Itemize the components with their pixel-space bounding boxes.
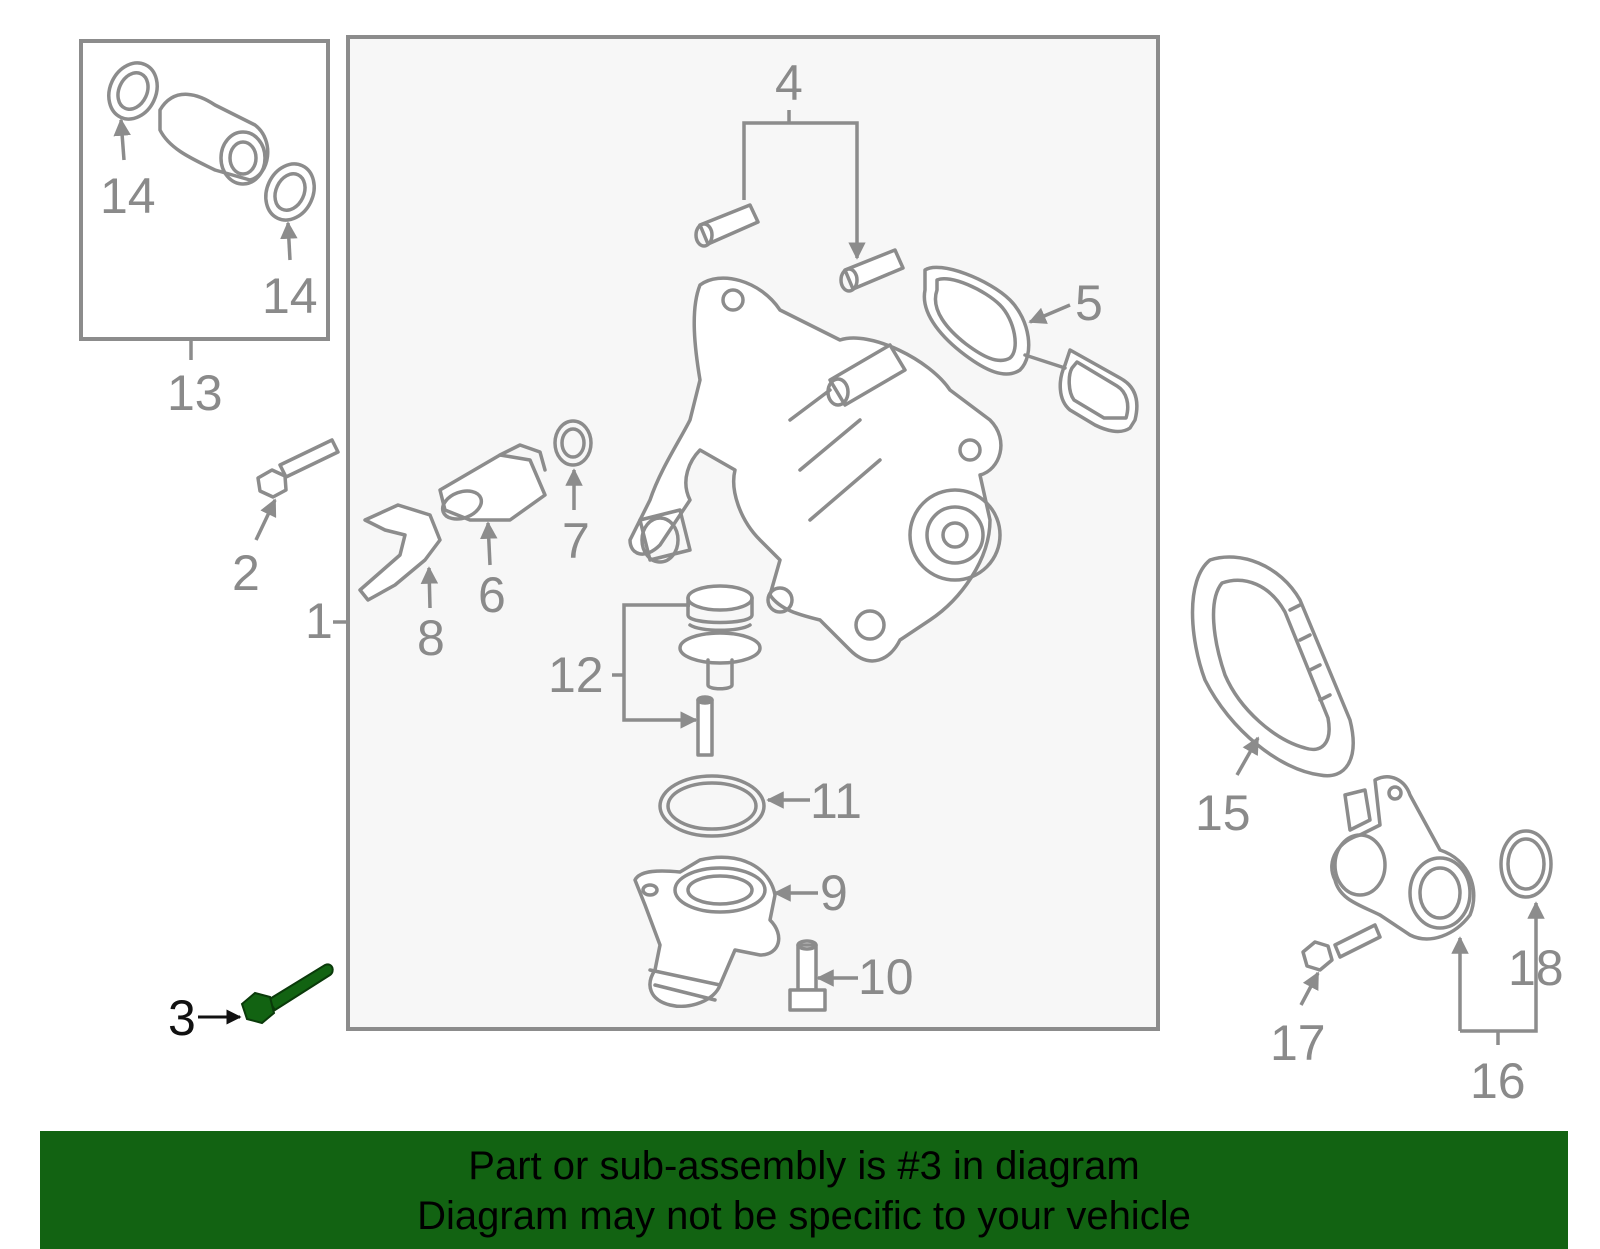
callout-13: 13	[167, 365, 223, 421]
callout-6: 6	[478, 567, 506, 623]
callout-8: 8	[417, 610, 445, 666]
callout-14-top: 14	[100, 168, 156, 224]
part-4-pin-left	[694, 203, 760, 248]
part-15-belt	[1190, 555, 1355, 778]
callout-14-bottom: 14	[262, 268, 318, 324]
part-6-sensor	[438, 443, 547, 522]
banner-line-1: Part or sub-assembly is #3 in diagram	[468, 1144, 1140, 1188]
part-5-gasket	[922, 265, 1139, 434]
callout-10: 10	[858, 949, 914, 1005]
part-2-bolt	[256, 438, 340, 499]
part-9-flange	[633, 855, 781, 1008]
part-18-o-ring	[1499, 829, 1553, 899]
part-10-bolt	[788, 939, 827, 1012]
callout-7: 7	[562, 513, 590, 569]
callout-5: 5	[1075, 275, 1103, 331]
callout-12: 12	[548, 647, 604, 703]
callout-18: 18	[1508, 940, 1564, 996]
callout-17: 17	[1270, 1015, 1326, 1071]
callout-2: 2	[232, 545, 260, 601]
part-17-bolt	[1301, 923, 1382, 972]
callout-4: 4	[775, 55, 803, 111]
water-pump-housing	[628, 276, 1003, 663]
assembly-frame-13	[79, 39, 330, 341]
part-14-seal-bottom	[264, 162, 316, 222]
part-4-pin-right	[839, 248, 905, 293]
callout-9: 9	[820, 865, 848, 921]
callout-15: 15	[1195, 785, 1251, 841]
banner-line-2: Diagram may not be specific to your vehi…	[417, 1194, 1191, 1238]
part-12-pin	[696, 695, 714, 757]
info-banner: Part or sub-assembly is #3 in diagram Di…	[40, 1131, 1568, 1249]
part-13-hose	[158, 92, 270, 186]
part-16-flange	[1330, 775, 1476, 941]
callout-3[interactable]: 3	[168, 990, 196, 1046]
callout-16: 16	[1470, 1053, 1526, 1109]
part-11-o-ring	[658, 774, 766, 838]
part-3-bolt-highlighted[interactable]	[240, 963, 334, 1025]
part-8-bracket	[358, 503, 442, 602]
callout-11: 11	[810, 773, 862, 829]
part-12-thermostat	[678, 584, 762, 691]
part-14-seal-top	[107, 61, 159, 121]
callout-1: 1	[305, 593, 333, 649]
part-7-o-ring	[553, 419, 593, 467]
